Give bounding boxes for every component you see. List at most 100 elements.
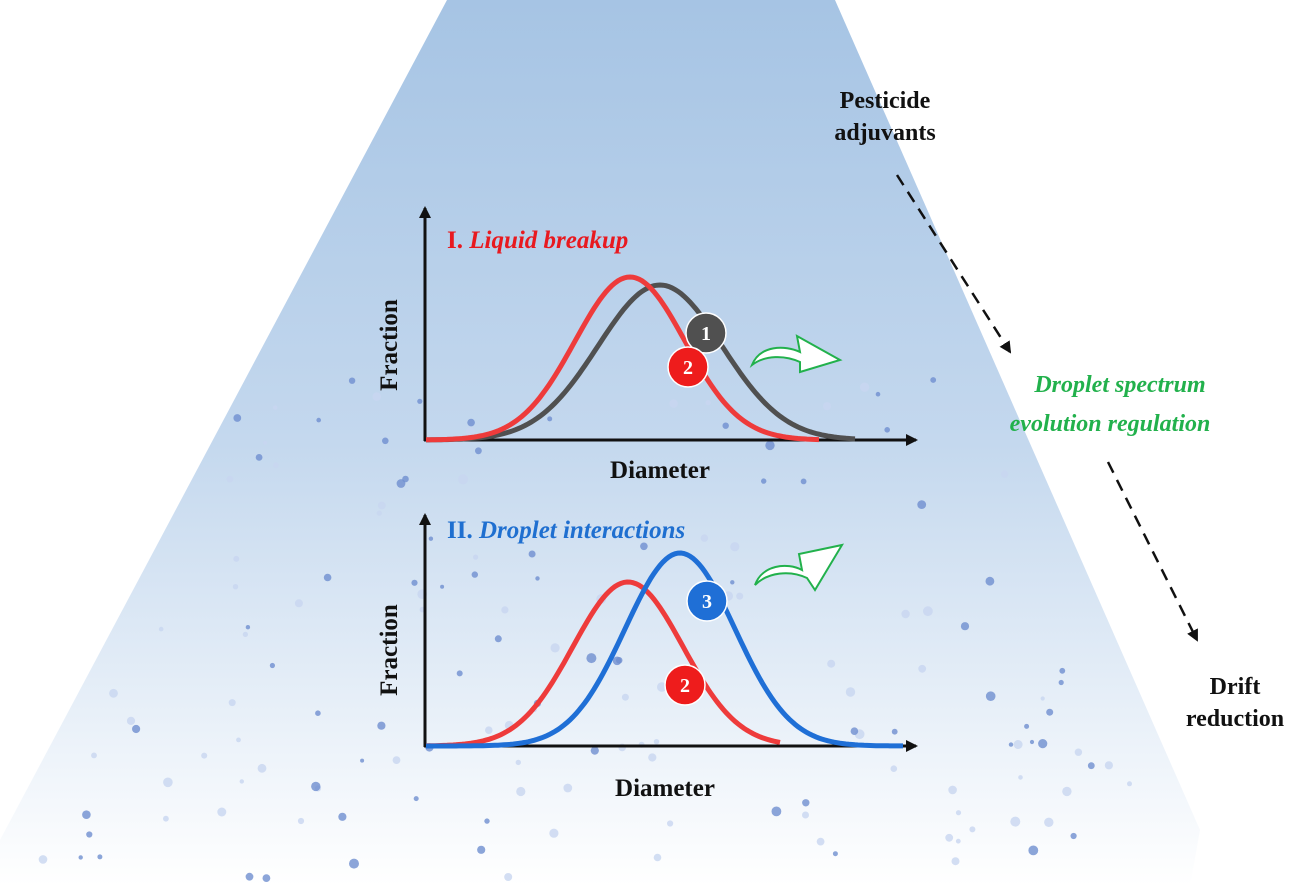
droplet-dot bbox=[765, 440, 775, 451]
droplet-dot bbox=[705, 400, 711, 406]
droplet-dot bbox=[667, 820, 674, 827]
droplet-dot bbox=[955, 810, 962, 816]
droplet-dot bbox=[402, 475, 409, 483]
droplet-dot bbox=[669, 399, 678, 408]
droplet-dot bbox=[163, 815, 169, 822]
droplet-dot bbox=[1058, 679, 1064, 686]
curve-2 bbox=[426, 274, 820, 443]
droplet-dot bbox=[1074, 748, 1083, 756]
droplet-dot bbox=[338, 812, 347, 821]
droplet-dot bbox=[485, 726, 493, 734]
regulation-label-1: Droplet spectrum bbox=[1033, 372, 1205, 398]
green-curved-arrow-icon bbox=[754, 543, 845, 592]
droplet-dots bbox=[38, 377, 1132, 882]
droplet-dot bbox=[890, 765, 898, 772]
droplet-dot bbox=[1127, 781, 1132, 787]
droplet-dot bbox=[955, 838, 961, 844]
droplet-dot bbox=[473, 554, 479, 560]
droplet-dot bbox=[428, 536, 434, 541]
droplet-dot bbox=[1013, 740, 1023, 749]
droplet-dot bbox=[217, 807, 227, 817]
droplet-dot bbox=[467, 418, 475, 427]
droplet-dot bbox=[201, 752, 208, 759]
droplet-dot bbox=[456, 670, 463, 677]
droplet-dot bbox=[311, 781, 321, 792]
droplet-dot bbox=[262, 874, 271, 882]
droplet-dot bbox=[471, 571, 478, 578]
droplet-dot bbox=[1040, 696, 1045, 701]
droplet-dot bbox=[832, 851, 838, 857]
droplet-dot bbox=[440, 584, 445, 589]
droplet-dot bbox=[376, 510, 382, 516]
svg-text:1: 1 bbox=[701, 323, 711, 345]
droplet-dot bbox=[236, 737, 241, 743]
droplet-dot bbox=[1087, 762, 1095, 770]
droplet-dot bbox=[945, 833, 954, 842]
droplet-dot bbox=[273, 462, 279, 469]
badge-2: 2 bbox=[664, 664, 706, 706]
droplet-dot bbox=[802, 799, 810, 807]
adjuvants-label-1: Pesticide bbox=[840, 88, 931, 114]
droplet-dot bbox=[550, 643, 560, 653]
drift-label-2: reduction bbox=[1186, 706, 1284, 732]
droplet-dot bbox=[969, 826, 976, 833]
droplet-dot bbox=[1070, 832, 1077, 840]
droplet-dot bbox=[86, 831, 93, 838]
droplet-dot bbox=[736, 592, 744, 600]
droplet-dot bbox=[323, 573, 332, 582]
droplet-dot bbox=[228, 699, 236, 707]
droplet-dot bbox=[1018, 775, 1023, 780]
droplet-dot bbox=[1038, 739, 1048, 749]
droplet-dot bbox=[257, 763, 267, 773]
droplet-dot bbox=[413, 796, 419, 802]
droplet-dot bbox=[504, 873, 513, 881]
droplet-dot bbox=[494, 635, 502, 643]
droplet-dot bbox=[700, 534, 709, 542]
svg-text:3: 3 bbox=[702, 591, 712, 613]
droplet-dot bbox=[901, 609, 910, 619]
droplet-dot bbox=[761, 478, 767, 484]
dashed-arrow-2 bbox=[1106, 461, 1199, 642]
droplet-dot bbox=[263, 440, 268, 445]
droplet-dot bbox=[233, 414, 242, 422]
droplet-dot bbox=[802, 811, 809, 819]
droplet-dot bbox=[547, 416, 553, 422]
badge-3: 3 bbox=[686, 580, 728, 622]
droplet-dot bbox=[528, 550, 536, 558]
y-axis-label: Fraction bbox=[376, 299, 403, 391]
curve-2 bbox=[426, 579, 781, 749]
droplet-dot bbox=[891, 728, 898, 735]
droplet-dot bbox=[800, 478, 807, 485]
droplet-dot bbox=[621, 693, 629, 701]
droplet-dot bbox=[657, 682, 667, 692]
droplet-dot bbox=[917, 500, 927, 509]
curve-1 bbox=[426, 282, 856, 443]
panel-title: I. Liquid breakup bbox=[447, 227, 628, 254]
droplet-dot bbox=[515, 759, 521, 766]
droplet-dot bbox=[1010, 816, 1021, 827]
droplet-dot bbox=[272, 405, 278, 410]
droplet-dot bbox=[239, 779, 244, 784]
droplet-dot bbox=[132, 724, 141, 734]
droplet-dot bbox=[360, 758, 365, 763]
droplet-dot bbox=[501, 606, 509, 614]
curve-3 bbox=[426, 550, 903, 749]
y-axis-label: Fraction bbox=[376, 604, 403, 696]
droplet-dot bbox=[245, 872, 254, 881]
droplet-dot bbox=[918, 664, 927, 673]
droplet-dot bbox=[563, 783, 573, 793]
droplet-dot bbox=[78, 855, 83, 860]
droplet-dot bbox=[960, 622, 970, 631]
droplet-dot bbox=[245, 625, 251, 630]
droplet-dot bbox=[348, 377, 356, 384]
droplet-dot bbox=[930, 377, 937, 383]
svg-text:2: 2 bbox=[683, 357, 693, 379]
droplet-dot bbox=[484, 818, 490, 824]
droplet-dot bbox=[730, 542, 740, 552]
droplet-dot bbox=[612, 656, 622, 666]
droplet-dot bbox=[226, 475, 234, 483]
droplet-dot bbox=[91, 752, 97, 759]
droplet-dot bbox=[316, 417, 322, 423]
droplet-dot bbox=[242, 631, 248, 638]
droplet-dot bbox=[590, 746, 599, 755]
